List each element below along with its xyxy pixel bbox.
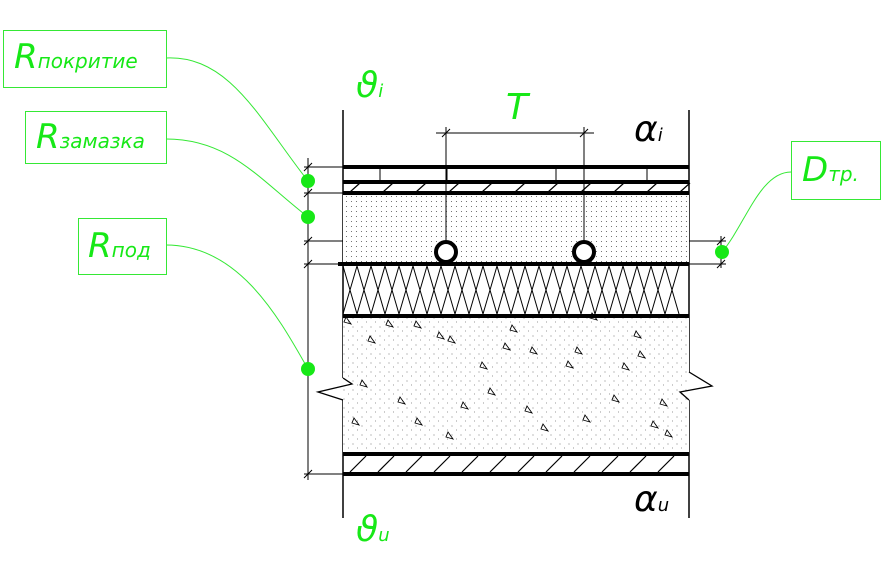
insulation-layer [338, 262, 689, 318]
leader-dots [301, 174, 729, 376]
label-box-r-zamazka [25, 111, 167, 164]
label-d-tr: Dтр. [802, 150, 859, 190]
leader-dot-pod [301, 362, 315, 376]
label-r-pokritie: Rпокритие [14, 37, 138, 77]
symbol-theta-u: ϑu [356, 509, 390, 550]
leader-lines [165, 57, 792, 370]
label-r-zamazka: Rзамазка [36, 117, 145, 157]
symbol-theta-i: ϑi [356, 65, 384, 106]
leader-dot-pokritie [301, 174, 315, 188]
screed-layer [343, 195, 689, 263]
label-box-r-pokritie [3, 30, 167, 88]
concrete-slab [315, 312, 714, 452]
label-box-r-pod [78, 218, 167, 275]
pipe-spacing-dimension [436, 127, 594, 242]
symbol-alpha-u: αu [634, 479, 670, 520]
left-dimension-line [303, 158, 343, 480]
leader-dot-dtr [715, 245, 729, 259]
symbol-pipe-spacing: T [506, 87, 528, 128]
symbol-alpha-i: αi [634, 109, 663, 150]
ceiling-plaster-layer [343, 452, 689, 476]
heating-pipe-right [572, 240, 596, 264]
heating-pipe-left [434, 240, 458, 264]
leader-dot-zamazka [301, 210, 315, 224]
floor-covering-layer [343, 165, 691, 195]
label-r-pod: Rпод [88, 226, 151, 266]
label-box-d-tr [791, 141, 881, 200]
